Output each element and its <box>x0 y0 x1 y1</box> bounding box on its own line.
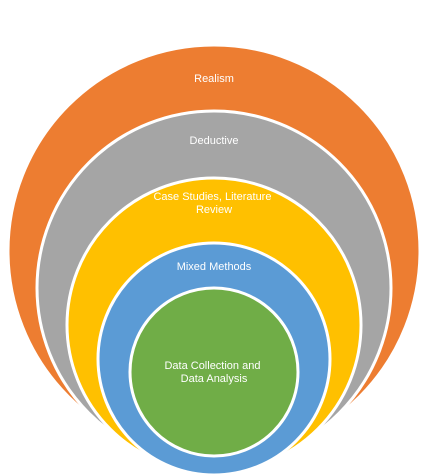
layer-5-circle <box>128 286 300 458</box>
layer-2-label: Deductive <box>190 135 239 147</box>
layer-3-label: Case Studies, Literature Review <box>153 191 274 216</box>
layer-5-label: Data Collection and Data Analysis <box>164 360 263 385</box>
layer-1-label: Realism <box>194 73 234 85</box>
layer-4-label: Mixed Methods <box>177 261 252 273</box>
